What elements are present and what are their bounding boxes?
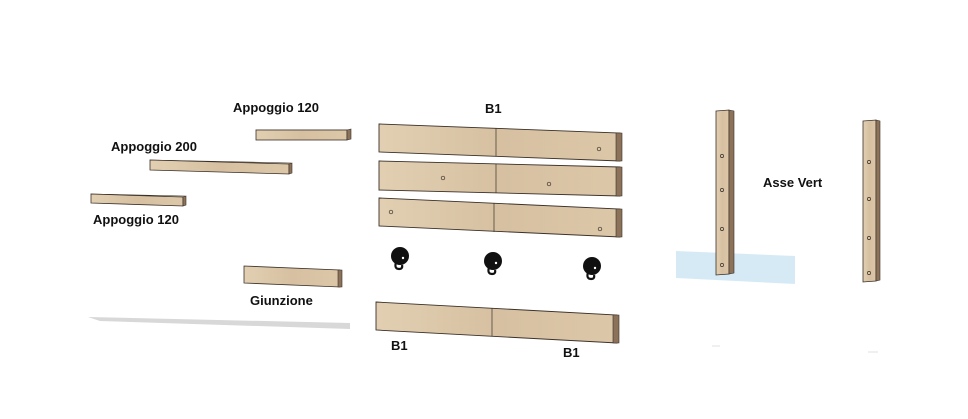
b1-board-1	[378, 123, 623, 162]
giunzione-plank	[243, 265, 343, 288]
asse-vert-left-post	[715, 109, 735, 276]
label-b1-bottom-right: B1	[563, 345, 580, 360]
label-b1-bottom-left: B1	[391, 338, 408, 353]
b1-board-3	[378, 197, 623, 238]
highlight-plane	[676, 251, 795, 284]
coat-hook-icon	[484, 252, 502, 276]
coat-hook-icon	[391, 247, 409, 271]
coat-hook-icon	[583, 257, 601, 281]
appoggio-120-top-plank	[255, 128, 352, 141]
appoggio-200-plank	[149, 159, 293, 175]
floor-shadow	[88, 317, 350, 329]
label-b1-top: B1	[485, 101, 502, 116]
label-asse-vert: Asse Vert	[763, 175, 823, 190]
label-giunzione: Giunzione	[250, 293, 313, 308]
b1-board-bottom	[375, 301, 620, 344]
b1-board-2	[378, 160, 623, 197]
appoggio-120-bottom-plank	[90, 193, 187, 207]
label-appoggio-120-bottom: Appoggio 120	[93, 212, 179, 227]
label-appoggio-120-top: Appoggio 120	[233, 100, 319, 115]
asse-vert-right-post	[862, 119, 881, 283]
label-appoggio-200: Appoggio 200	[111, 139, 197, 154]
